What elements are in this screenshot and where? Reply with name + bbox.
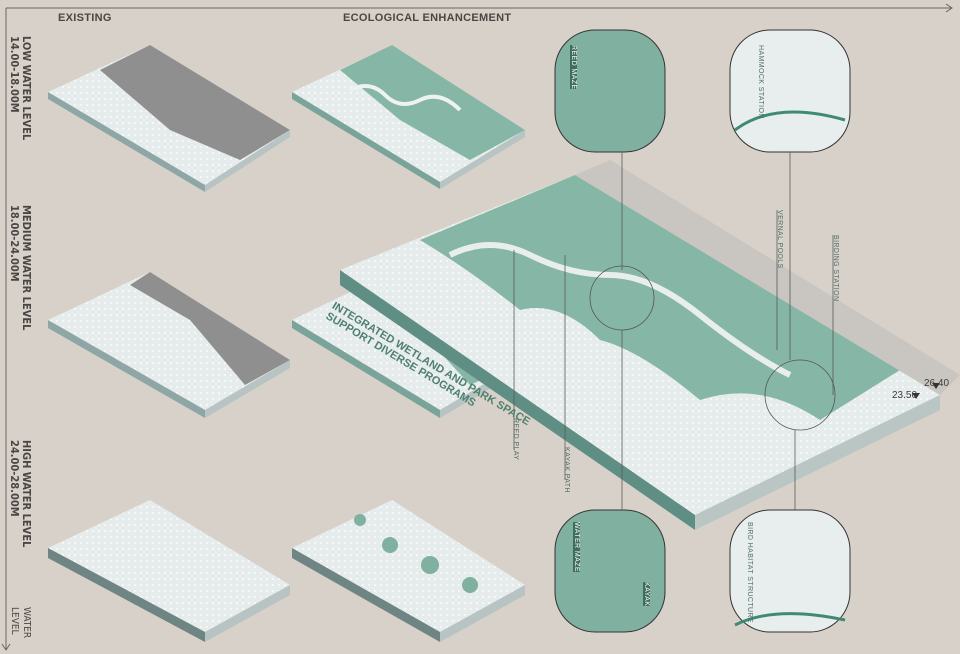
enhanced-low-slab: [292, 45, 525, 189]
main-wetland-slab: [340, 160, 960, 530]
level-range: 14.00-18.00M: [8, 36, 21, 113]
callout-birding-station: BIRDING STATION: [832, 235, 839, 302]
header-existing: EXISTING: [58, 12, 112, 24]
level-name: MEDIUM WATER LEVEL: [20, 205, 33, 331]
callout-kayak-path: KAYAK PATH: [563, 447, 570, 493]
level-range: 18.00-24.00M: [8, 205, 21, 282]
callout-vernal-pools: VERNAL POOLS: [776, 210, 783, 269]
enhanced-high-slab: [292, 500, 525, 642]
level-name: HIGH WATER LEVEL: [20, 440, 33, 548]
elevation-lower: 23.50: [892, 390, 918, 401]
level-name: LOW WATER LEVEL: [20, 36, 33, 141]
leader-lines: [513, 152, 834, 510]
axis-label: WATER LEVEL: [9, 607, 32, 639]
detail-kayak: KAYAK: [643, 582, 650, 607]
detail-hammock-station: HAMMOCK STATION: [757, 45, 764, 119]
detail-bubbles: [554, 29, 851, 633]
level-range: 24.00-28.00M: [8, 440, 21, 517]
detail-reed-maze: REED MAZE: [570, 45, 577, 90]
detail-bird-habitat: BIRD HABITAT STRUCTURE: [746, 522, 753, 623]
callout-reed-play: REED PLAY: [512, 418, 519, 461]
existing-medium-slab: [48, 272, 290, 418]
header-ecological-enhancement: ECOLOGICAL ENHANCEMENT: [343, 12, 512, 24]
existing-high-slab: [48, 500, 290, 642]
detail-water-maze: WATER MAZE: [573, 522, 580, 572]
elevation-upper: 26.40: [924, 378, 950, 389]
water-level-axis: [1, 3, 953, 651]
existing-low-slab: [48, 45, 290, 192]
